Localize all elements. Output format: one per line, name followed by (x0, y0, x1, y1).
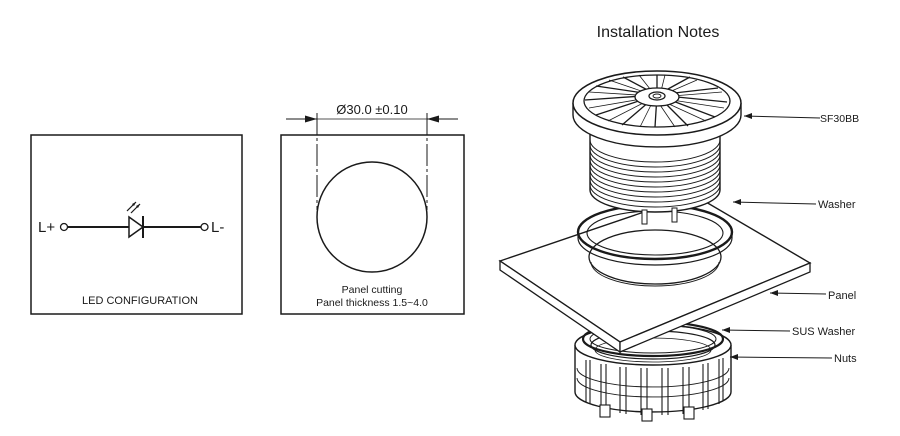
led-box-frame (30, 134, 243, 315)
callout-nuts: Nuts (729, 353, 857, 365)
cutout-diameter-dimension: Ø30.0 ±0.10 (336, 102, 407, 117)
callout-washer-label: Washer (818, 199, 856, 211)
callout-panel-label: Panel (828, 290, 856, 302)
panel-hole (588, 229, 722, 285)
callout-sf30bb: SF30BB (743, 113, 859, 125)
terminal-plus-node (59, 222, 69, 232)
dim-arrow-left (305, 115, 317, 123)
led-diode-symbol (126, 201, 145, 239)
callout-sus-washer: SUS Washer (721, 326, 856, 338)
cutout-hole-circle (316, 161, 428, 273)
panel-plate-part (498, 194, 812, 354)
installation-title: Installation Notes (597, 24, 720, 41)
callout-panel: Panel (769, 290, 856, 302)
dim-arrow-right (427, 115, 439, 123)
terminal-minus-label: L- (211, 219, 224, 236)
nut-part (574, 324, 732, 422)
callout-sf30bb-label: SF30BB (820, 113, 859, 125)
cutout-caption-line2: Panel thickness 1.5~4.0 (316, 297, 428, 309)
callout-sus-washer-label: SUS Washer (792, 326, 856, 338)
panel-cutout-box: Ø30.0 ±0.10 Panel cutting Panel thicknes… (280, 102, 465, 315)
terminal-minus-node (200, 222, 209, 232)
sf30bb-button-part (572, 70, 742, 225)
callout-nuts-label: Nuts (834, 353, 857, 365)
led-configuration-box: L+ L- LED CONFIGURATION (30, 134, 243, 315)
cutout-caption-line1: Panel cutting (342, 284, 403, 296)
cutout-box-frame (280, 134, 465, 315)
led-configuration-caption: LED CONFIGURATION (82, 295, 198, 307)
callout-washer: Washer (732, 199, 856, 211)
terminal-plus-label: L+ (38, 219, 55, 236)
